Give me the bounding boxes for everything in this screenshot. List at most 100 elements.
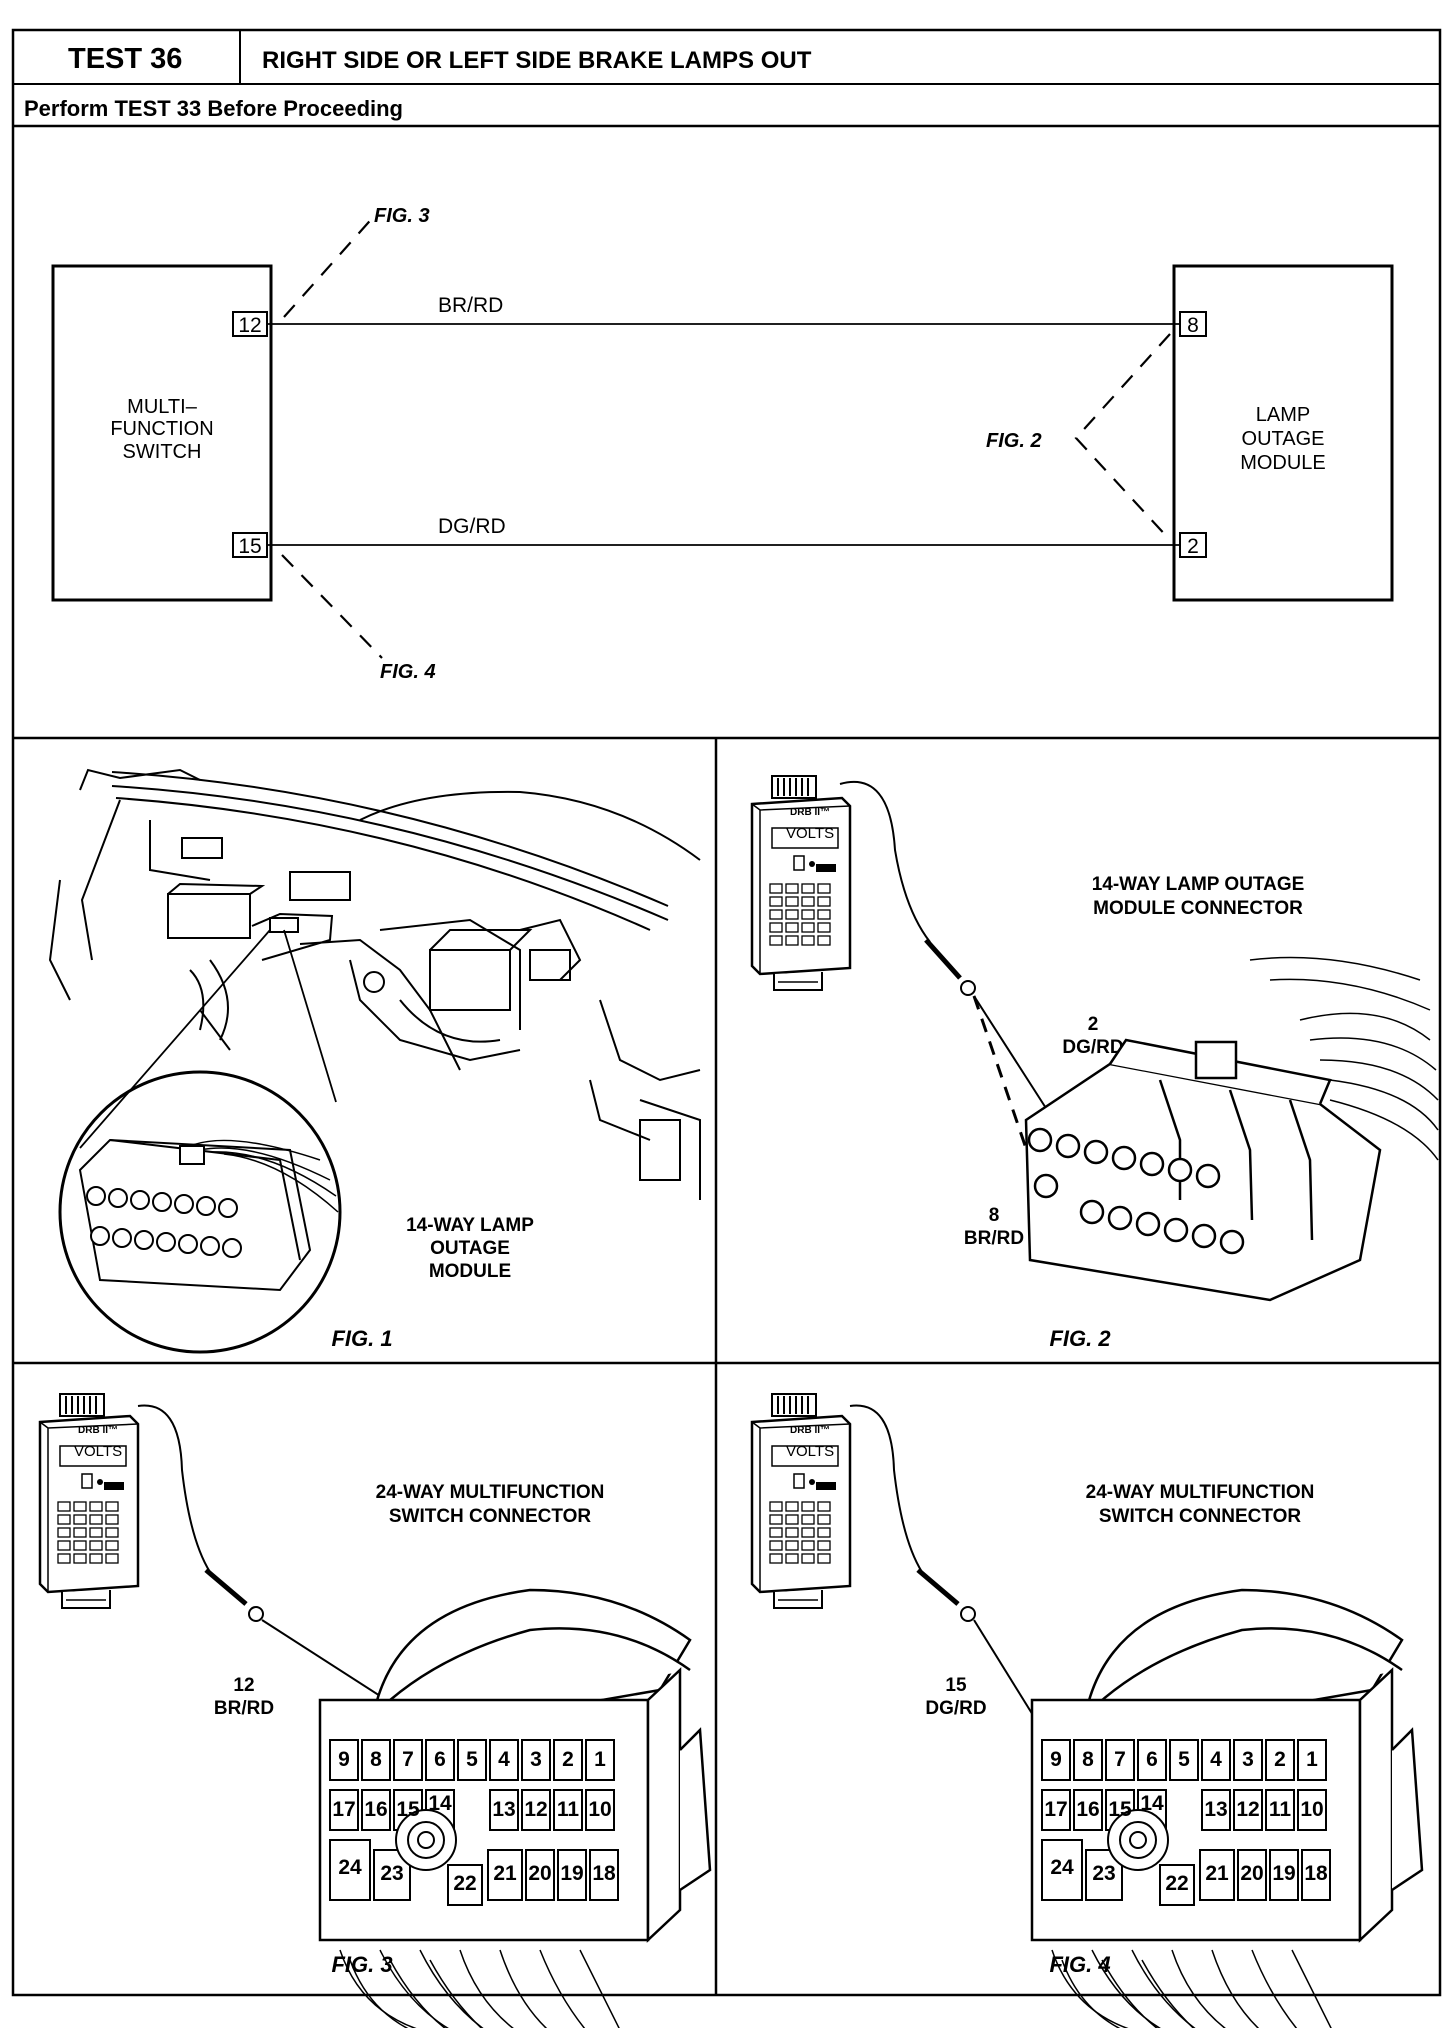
- fig3-pin-17: 17: [332, 1798, 355, 1821]
- fig2-pin-a-number: 2: [1088, 1014, 1099, 1035]
- switch-label-line3: SWITCH: [123, 441, 202, 463]
- fig3-pin-21: 21: [493, 1862, 517, 1885]
- module-label-line1: LAMP: [1256, 404, 1310, 426]
- fig1-label-line3: MODULE: [429, 1261, 511, 1282]
- fig4-pin-16: 16: [1076, 1798, 1099, 1821]
- fig3-meter-brand: DRB II™: [78, 1425, 118, 1436]
- fig3-pin-24: 24: [338, 1856, 362, 1879]
- fig4-pin-6: 6: [1146, 1748, 1158, 1771]
- fig3-pin-number: 12: [233, 1675, 254, 1696]
- multifunction-switch-box: [51, 264, 273, 602]
- module-pin-2: 2: [1187, 535, 1199, 558]
- fig2-probe: [839, 781, 1061, 1161]
- fig2-title-line1: 14-WAY LAMP OUTAGE: [1092, 874, 1305, 895]
- wire-label-br-rd: BR/RD: [438, 294, 503, 317]
- fig3-pin-20: 20: [528, 1862, 551, 1885]
- switch-label-line1: MULTI–: [127, 396, 198, 418]
- fig4-pin-number: 15: [945, 1675, 967, 1696]
- fig4-pin-7: 7: [1114, 1748, 1126, 1771]
- fig2-title-line2: MODULE CONNECTOR: [1093, 898, 1303, 919]
- fig3-pin-9: 9: [338, 1748, 350, 1771]
- fig3-pin-7: 7: [402, 1748, 414, 1771]
- fig4-pin-12: 12: [1236, 1798, 1259, 1821]
- fig4-pin-22: 22: [1165, 1872, 1188, 1895]
- fig3-pin-16: 16: [364, 1798, 387, 1821]
- fig4-title-line1: 24-WAY MULTIFUNCTION: [1086, 1482, 1315, 1503]
- fig3-pin-10: 10: [588, 1798, 611, 1821]
- fig4-pin-5: 5: [1178, 1748, 1190, 1771]
- fig4-24way-connector: 9 8 7 6 5 4 3 2 1 17 16 15 14 13 12 11 1…: [1030, 1588, 1424, 2028]
- fig3-pin-5: 5: [466, 1748, 478, 1771]
- fig4-pin-14: 14: [1140, 1792, 1164, 1815]
- fig1-caption: FIG. 1: [331, 1326, 392, 1351]
- fig3-pin-11: 11: [557, 1798, 580, 1821]
- fig4-pin-20: 20: [1240, 1862, 1263, 1885]
- fig4-pin-9: 9: [1050, 1748, 1062, 1771]
- fig3-pin-4: 4: [498, 1748, 510, 1771]
- fig3-24way-connector: 9 8 7 6 5 4 3 2 1 17 16 15 14 13 12 11 1…: [318, 1588, 712, 2028]
- fig3-pin-2: 2: [562, 1748, 574, 1771]
- fig2-caption: FIG. 2: [1049, 1326, 1111, 1351]
- fig1-label-line2: OUTAGE: [430, 1238, 510, 1259]
- fig3-pin-19: 19: [560, 1862, 583, 1885]
- switch-pin-15-box: [232, 532, 268, 558]
- fig4-pin-17: 17: [1044, 1798, 1067, 1821]
- switch-pin-15: 15: [238, 535, 261, 558]
- wire-label-dg-rd: DG/RD: [438, 515, 506, 538]
- fig4-pin-8: 8: [1082, 1748, 1094, 1771]
- fig4-pin-1: 1: [1306, 1748, 1318, 1771]
- fig3-pin-6: 6: [434, 1748, 446, 1771]
- fig1-dash-panel: [48, 768, 701, 1354]
- fig3-pin-23: 23: [380, 1862, 403, 1885]
- fig1-connector-detail: [78, 1138, 339, 1292]
- fig3-title-line2: SWITCH CONNECTOR: [389, 1506, 592, 1527]
- wiring-schematic: MULTI– FUNCTION SWITCH LAMP OUTAGE MODUL…: [51, 205, 1394, 683]
- lamp-outage-module-box: [1172, 264, 1394, 602]
- fig4-meter-brand: DRB II™: [790, 1425, 830, 1436]
- fig1-label-line1: 14-WAY LAMP: [406, 1215, 534, 1236]
- fig4-pin-21: 21: [1205, 1862, 1229, 1885]
- fig2-meter-display: VOLTS: [786, 825, 834, 842]
- module-label-line3: MODULE: [1240, 452, 1326, 474]
- fig3-pin-12: 12: [524, 1798, 547, 1821]
- fig3-meter-display: VOLTS: [74, 1443, 122, 1460]
- module-pin-8: 8: [1187, 314, 1199, 337]
- fig3-pin-22: 22: [453, 1872, 476, 1895]
- fig2-pin-b-wire: BR/RD: [964, 1228, 1024, 1249]
- fig4-pin-15: 15: [1108, 1798, 1132, 1821]
- fig4-pin-13: 13: [1204, 1798, 1227, 1821]
- fig3-title-line1: 24-WAY MULTIFUNCTION: [376, 1482, 605, 1503]
- fig3-pin-18: 18: [592, 1862, 616, 1885]
- fig3-pin-1: 1: [594, 1748, 606, 1771]
- module-label-line2: OUTAGE: [1242, 428, 1325, 450]
- fig4-pin-wire: DG/RD: [925, 1698, 986, 1719]
- fig4-title-line2: SWITCH CONNECTOR: [1099, 1506, 1302, 1527]
- fig4-pin-11: 11: [1269, 1798, 1292, 1821]
- fig4-caption: FIG. 4: [1049, 1952, 1110, 1977]
- fig4-pin-23: 23: [1092, 1862, 1115, 1885]
- fig-ref-2: FIG. 2: [986, 430, 1042, 452]
- fig3-pin-15: 15: [396, 1798, 420, 1821]
- fig4-pin-4: 4: [1210, 1748, 1222, 1771]
- fig4-pin-3: 3: [1242, 1748, 1254, 1771]
- fig2-14way-connector: [1024, 956, 1439, 1302]
- test-title: RIGHT SIDE OR LEFT SIDE BRAKE LAMPS OUT: [262, 47, 812, 74]
- fig-ref-3: FIG. 3: [374, 205, 430, 227]
- switch-label-line2: FUNCTION: [110, 418, 213, 440]
- fig4-pin-2: 2: [1274, 1748, 1286, 1771]
- outer-frame: [11, 28, 1442, 1997]
- test-subtitle: Perform TEST 33 Before Proceeding: [24, 96, 403, 121]
- fig2-pin-a-wire: DG/RD: [1062, 1037, 1123, 1058]
- fig3-pin-8: 8: [370, 1748, 382, 1771]
- fig4-pin-19: 19: [1272, 1862, 1295, 1885]
- fig3-pin-3: 3: [530, 1748, 542, 1771]
- fig3-pin-wire: BR/RD: [214, 1698, 274, 1719]
- fig-ref-4: FIG. 4: [380, 661, 436, 683]
- fig4-pin-24: 24: [1050, 1856, 1074, 1879]
- fig2-meter-brand: DRB II™: [790, 807, 830, 818]
- fig3-pin-14: 14: [428, 1792, 452, 1815]
- fig4-meter-display: VOLTS: [786, 1443, 834, 1460]
- test-number: TEST 36: [68, 43, 182, 75]
- fig4-pin-18: 18: [1304, 1862, 1328, 1885]
